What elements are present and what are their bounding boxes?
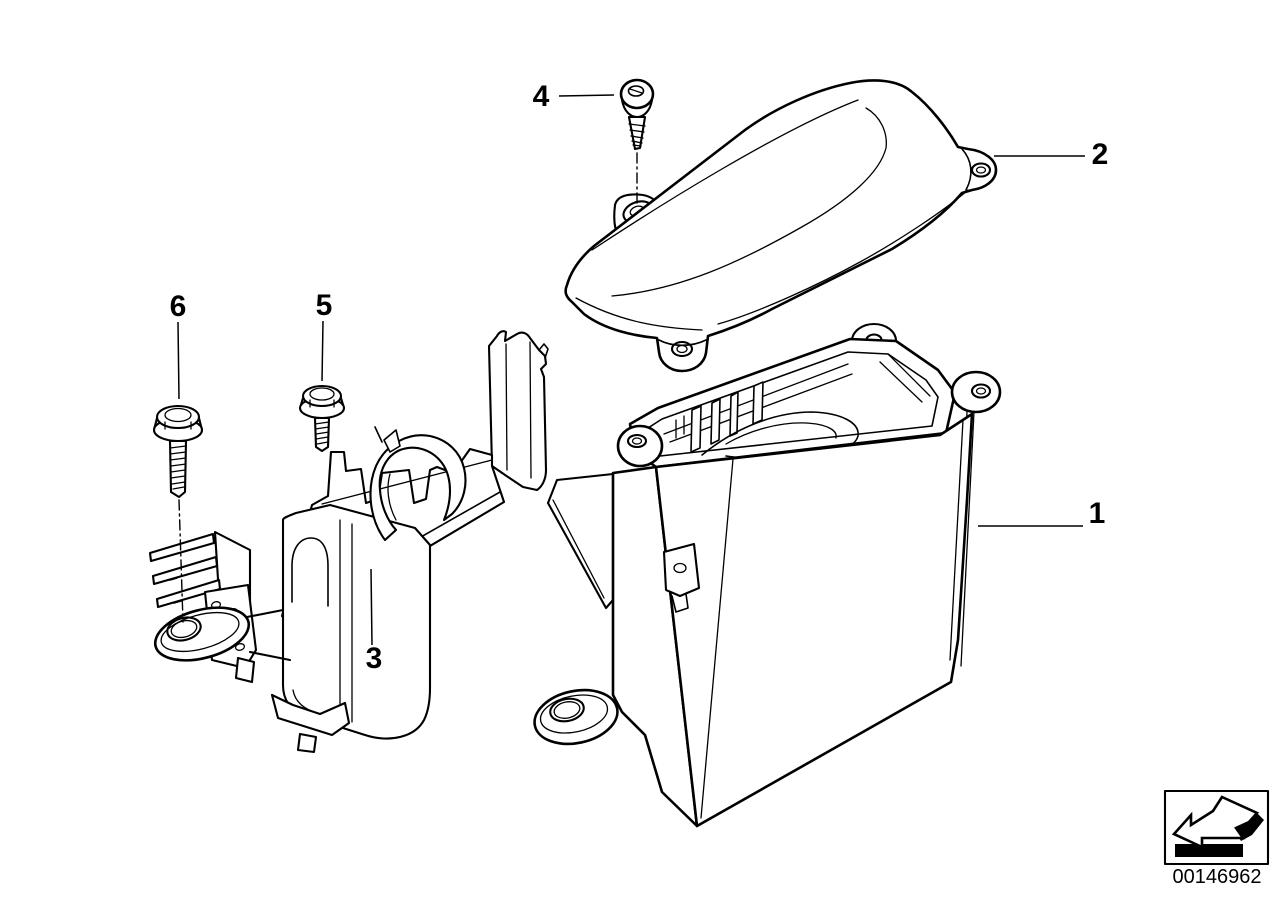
box-latch-clip — [662, 542, 701, 598]
box-ear-hole-left — [626, 433, 648, 449]
box-foot-hole — [549, 697, 585, 723]
leader-5 — [321, 320, 324, 382]
cover-drawing — [564, 79, 998, 373]
box-ear-hole-right — [970, 383, 992, 399]
replaced-part-arrow-icon — [1171, 795, 1264, 857]
callout-4[interactable]: 4 — [532, 80, 550, 113]
leader-6 — [177, 321, 180, 400]
bracket-tower — [281, 503, 432, 740]
bolt-long-head — [155, 404, 201, 430]
bolt-short-drawing — [298, 384, 346, 453]
part-number-label: 00146962 — [1172, 866, 1262, 888]
leader-3 — [370, 568, 373, 646]
cover-outline — [564, 79, 998, 373]
bracket-lug-hole — [166, 616, 202, 642]
bolt-short-head — [301, 384, 343, 408]
callout-3[interactable]: 3 — [365, 642, 383, 675]
bracket-lug — [153, 606, 251, 662]
callout-6[interactable]: 6 — [169, 290, 187, 323]
screw-head — [619, 78, 655, 110]
bracket-prongs — [148, 532, 216, 563]
bracket-clamp — [369, 434, 467, 542]
box-foot-lug — [533, 688, 619, 746]
box-front-face — [654, 412, 974, 828]
callout-1[interactable]: 1 — [1088, 497, 1106, 530]
screw-thread — [627, 115, 647, 151]
screw-drawing — [619, 78, 655, 207]
replaced-arrow-stamp — [1163, 789, 1270, 866]
box-drawing — [533, 322, 1002, 828]
bracket-end-plate — [487, 330, 548, 492]
cover-ear-hole-right — [970, 162, 992, 178]
stamp-frame — [1163, 789, 1270, 866]
cover-ear-hole-bottom — [670, 340, 694, 358]
bracket-drawing — [148, 330, 549, 754]
callout-2[interactable]: 2 — [1091, 138, 1109, 171]
bolt-long-drawing — [152, 404, 204, 623]
callout-5[interactable]: 5 — [315, 289, 333, 322]
leader-4 — [558, 94, 615, 97]
assembly-axis-bolt-long — [178, 499, 184, 623]
leader-lines — [177, 94, 1085, 646]
